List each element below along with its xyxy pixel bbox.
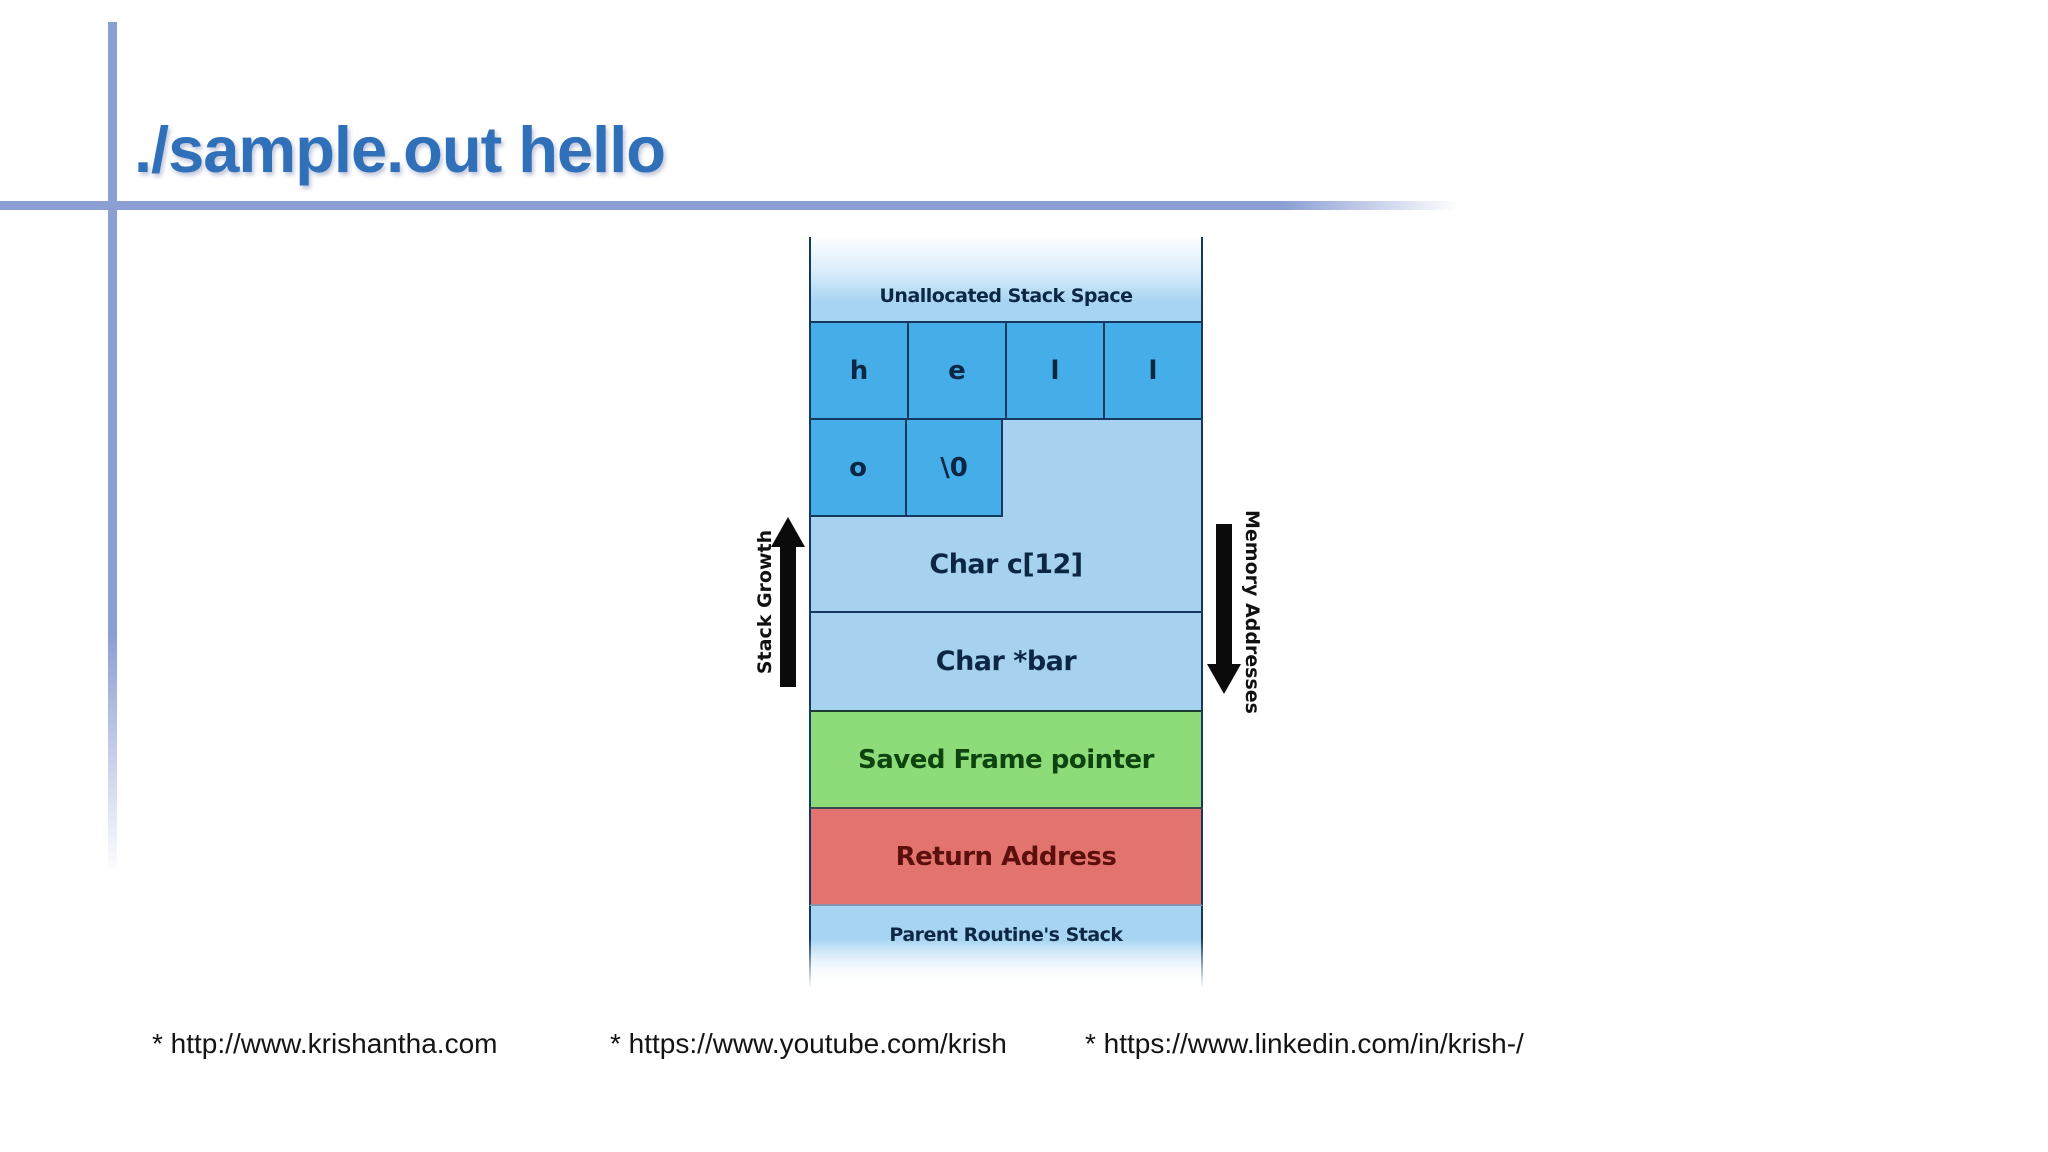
decor-horizontal-line <box>0 201 1458 210</box>
stack-memory-diagram: Unallocated Stack Space h e l l o \0 <box>809 237 1203 989</box>
footer-link-youtube[interactable]: * https://www.youtube.com/krish <box>610 1028 1007 1059</box>
arrow-down-head-icon <box>1207 664 1241 694</box>
section-saved-frame-pointer: Saved Frame pointer <box>809 712 1203 809</box>
char-array-label: Char c[12] <box>929 548 1083 580</box>
decor-vertical-line <box>108 22 117 874</box>
arrow-shaft <box>780 547 796 687</box>
buffer-row-2: o \0 <box>809 420 1203 517</box>
unallocated-stack-space-label: Unallocated Stack Space <box>879 285 1133 307</box>
buffer-cell-value: l <box>1148 355 1158 386</box>
section-unallocated-stack-space: Unallocated Stack Space <box>809 237 1203 323</box>
buffer-row-filler <box>1003 420 1201 517</box>
buffer-cell-value: l <box>1050 355 1060 386</box>
section-char-array: Char c[12] <box>809 517 1203 613</box>
saved-frame-pointer-label: Saved Frame pointer <box>857 744 1155 775</box>
stack-growth-label: Stack Growth <box>754 529 776 675</box>
buffer-cell-value: o <box>849 452 867 483</box>
return-address-label: Return Address <box>895 841 1117 872</box>
buffer-cell-l2: l <box>1105 323 1201 420</box>
memory-addresses-label: Memory Addresses <box>1241 510 1263 714</box>
section-char-pointer: Char *bar <box>809 613 1203 712</box>
section-return-address: Return Address <box>809 809 1203 906</box>
buffer-cell-value: \0 <box>940 452 968 483</box>
buffer-cell-null-terminator: \0 <box>907 420 1003 517</box>
buffer-cell-value: h <box>849 355 869 386</box>
buffer-cell-e: e <box>909 323 1007 420</box>
footer-links: * http://www.krishantha.com * https://ww… <box>0 1028 2048 1068</box>
diagram-bottom-fade <box>805 938 1207 994</box>
arrow-up-head-icon <box>771 517 805 547</box>
footer-link-krishantha[interactable]: * http://www.krishantha.com <box>152 1028 498 1059</box>
buffer-cell-l1: l <box>1007 323 1105 420</box>
memory-addresses-arrow-icon <box>1207 524 1241 696</box>
buffer-cell-o: o <box>811 420 907 517</box>
arrow-shaft <box>1216 524 1232 664</box>
buffer-row-1: h e l l <box>809 323 1203 420</box>
page-title: ./sample.out hello <box>134 113 666 186</box>
stack-growth-arrow-icon <box>771 517 805 689</box>
footer-link-linkedin[interactable]: * https://www.linkedin.com/in/krish-/ <box>1085 1028 1524 1059</box>
buffer-cell-value: e <box>948 355 966 386</box>
buffer-cell-h: h <box>811 323 909 420</box>
char-pointer-label: Char *bar <box>935 646 1077 677</box>
